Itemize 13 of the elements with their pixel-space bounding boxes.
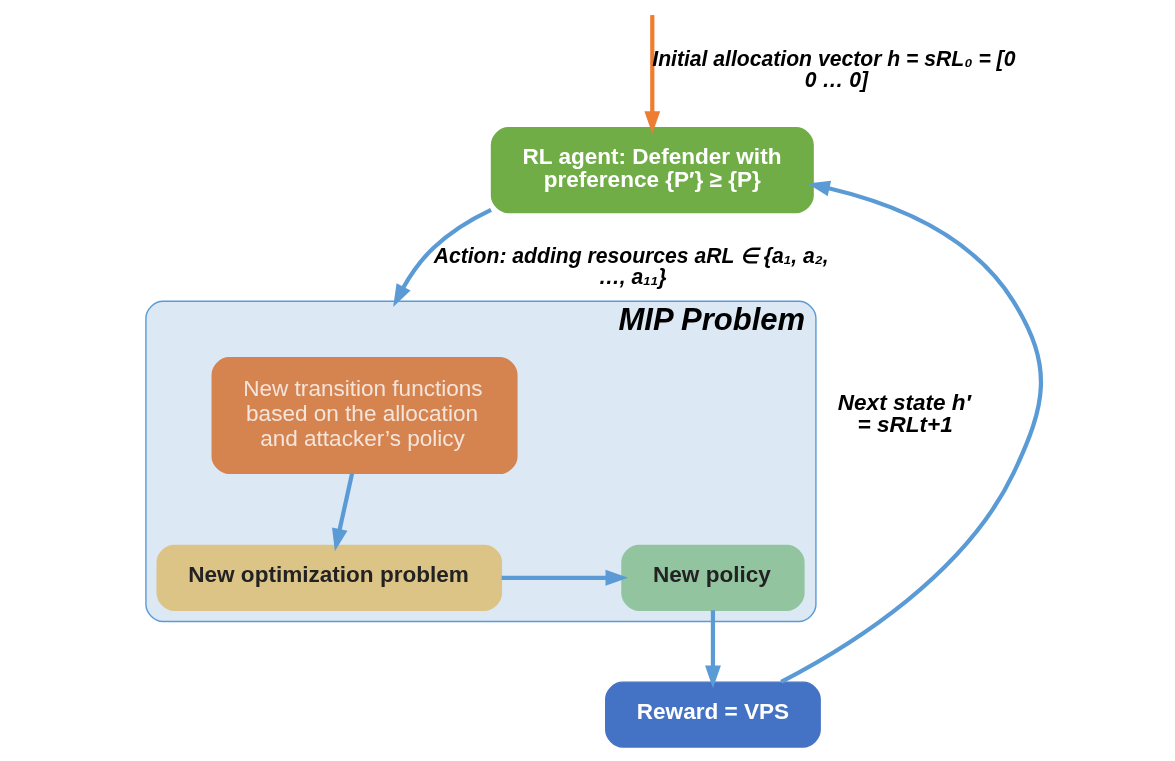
arrow xyxy=(331,473,354,552)
arrow xyxy=(501,569,628,586)
node-box: New policy xyxy=(620,544,805,611)
arrow xyxy=(643,15,660,134)
node-box: New optimization problem xyxy=(156,544,502,611)
node-box: New transition functions based on the allocation and attacker’s policy xyxy=(211,357,518,475)
edge-label: Action: adding resources aRL ∈ {a₁, a₂, …, a₁₁} xyxy=(433,244,829,289)
node-box: RL agent: Defender with preference {P′} ≥ {P} xyxy=(490,127,814,214)
arrow xyxy=(704,610,721,689)
node-box: Reward = VPS xyxy=(604,681,821,748)
arrow xyxy=(779,180,1043,684)
label: Next state h′ = sRLt+1 xyxy=(837,389,971,438)
arrow xyxy=(392,207,492,307)
